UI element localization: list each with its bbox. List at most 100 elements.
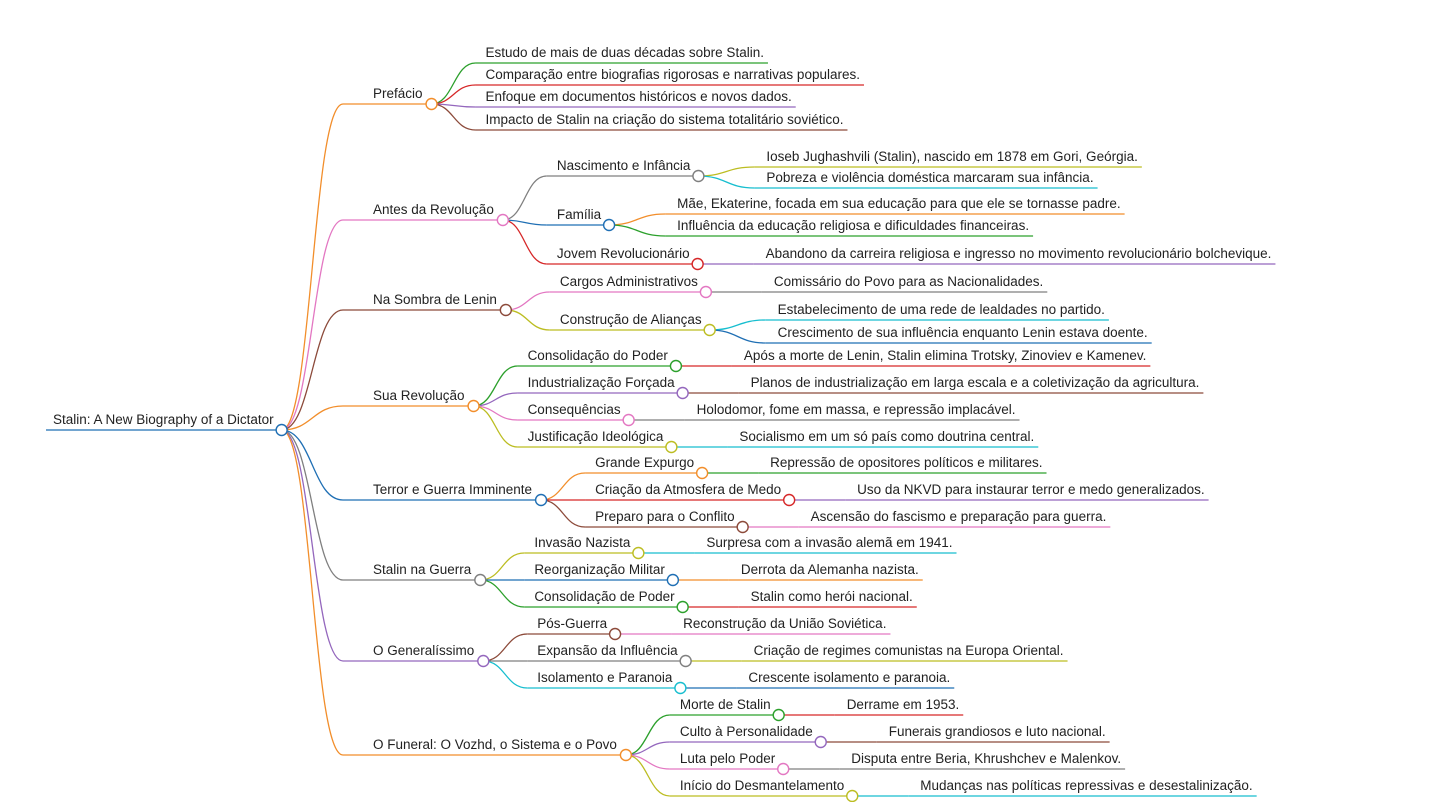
- section-o-generalissimo-branch: [281, 429, 344, 662]
- section-stalin-na-guerra-branch: [281, 429, 344, 581]
- leaf-pobreza-e-violencia-domestica-marcaram-s-branch: [698, 175, 755, 189]
- node-inicio-do-desmantelamento-label: Início do Desmantelamento: [680, 778, 844, 793]
- section-prefacio-label: Prefácio: [373, 86, 423, 101]
- leaf-crescimento-de-sua-influencia-enquanto-l-label: Crescimento de sua influência enquanto L…: [778, 325, 1148, 340]
- node-construcao-de-aliancas-branch: [505, 309, 550, 331]
- node-luta-pelo-poder-label: Luta pelo Poder: [680, 751, 776, 766]
- leaf-repressao-de-opositores-politicos-e-mili-label: Repressão de opositores políticos e mili…: [770, 455, 1042, 470]
- leaf-reconstrucao-da-uniao-sovietica-label: Reconstrução da União Soviética.: [683, 616, 886, 631]
- section-sua-revolucao-label: Sua Revolução: [373, 388, 465, 403]
- node-inicio-do-desmantelamento-dot[interactable]: [846, 789, 859, 802]
- section-stalin-na-guerra-dot[interactable]: [474, 573, 487, 587]
- node-invasao-nazista-label: Invasão Nazista: [534, 535, 631, 550]
- node-pos-guerra-dot[interactable]: [608, 627, 622, 641]
- leaf-apos-a-morte-de-lenin-stalin-elimina-tro-label: Após a morte de Lenin, Stalin elimina Tr…: [744, 348, 1146, 363]
- node-consolidacao-de-poder-label: Consolidação de Poder: [534, 589, 675, 604]
- section-terror-e-guerra-imminente-label: Terror e Guerra Imminente: [373, 482, 532, 497]
- node-nascimento-e-infancia-dot[interactable]: [692, 169, 705, 183]
- leaf-derrame-em-1953-label: Derrame em 1953.: [847, 697, 960, 712]
- section-sua-revolucao-dot[interactable]: [467, 399, 480, 413]
- leaf-pobreza-e-violencia-domestica-marcaram-s-label: Pobreza e violência doméstica marcaram s…: [766, 170, 1093, 185]
- leaf-derrota-da-alemanha-nazista-label: Derrota da Alemanha nazista.: [741, 562, 919, 577]
- root-dot[interactable]: [275, 423, 288, 437]
- node-isolamento-e-paranoia-dot[interactable]: [674, 681, 687, 695]
- node-reorganizacao-militar-dot[interactable]: [666, 573, 680, 587]
- section-na-sombra-de-lenin-label: Na Sombra de Lenin: [373, 292, 497, 307]
- section-na-sombra-de-lenin-branch: [281, 309, 344, 431]
- leaf-mudancas-nas-politicas-repressivas-e-des-label: Mudanças nas políticas repressivas e des…: [920, 778, 1252, 793]
- node-cargos-administrativos-dot[interactable]: [699, 285, 713, 299]
- node-criacao-da-atmosfera-de-medo-dot[interactable]: [782, 493, 796, 507]
- node-justificacao-ideologica-dot[interactable]: [665, 440, 678, 454]
- node-jovem-revolucionario-dot[interactable]: [691, 257, 704, 271]
- leaf-influencia-da-educacao-religiosa-e-dific-label: Influência da educação religiosa e dific…: [677, 218, 1029, 233]
- node-nascimento-e-infancia-branch: [502, 175, 547, 221]
- node-consequencias-dot[interactable]: [622, 413, 635, 427]
- node-expansao-da-influencia-dot[interactable]: [679, 654, 692, 668]
- section-antes-da-revolucao-label: Antes da Revolução: [373, 202, 494, 217]
- section-prefacio-dot[interactable]: [425, 97, 438, 111]
- section-antes-da-revolucao-dot[interactable]: [496, 213, 510, 227]
- leaf-uso-da-nkvd-para-instaurar-terror-e-medo-label: Uso da NKVD para instaurar terror e medo…: [857, 482, 1204, 497]
- leaf-mae-ekaterine-focada-em-sua-educacao-par-branch: [609, 213, 666, 226]
- leaf-comissario-do-povo-para-as-nacionalidade-label: Comissário do Povo para as Nacionalidade…: [774, 274, 1043, 289]
- section-na-sombra-de-lenin-dot[interactable]: [499, 303, 513, 317]
- node-cargos-administrativos-branch: [505, 291, 550, 311]
- leaf-ioseb-jughashvili-stalin-nascido-em-1878-branch: [698, 166, 755, 177]
- leaf-crescimento-de-sua-influencia-enquanto-l-branch: [709, 329, 766, 344]
- node-familia-label: Família: [557, 207, 602, 222]
- node-criacao-da-atmosfera-de-medo-label: Criação da Atmosfera de Medo: [595, 482, 781, 497]
- section-o-funeral-o-vozhd-o-sistema-e-o-povo-label: O Funeral: O Vozhd, o Sistema e o Povo: [373, 737, 617, 752]
- node-nascimento-e-infancia-label: Nascimento e Infância: [557, 158, 691, 173]
- node-preparo-para-o-conflito-label: Preparo para o Conflito: [595, 509, 735, 524]
- section-terror-e-guerra-imminente-dot[interactable]: [534, 493, 548, 507]
- node-grande-expurgo-dot[interactable]: [695, 466, 709, 480]
- node-justificacao-ideologica-branch: [473, 405, 518, 448]
- node-pos-guerra-label: Pós-Guerra: [537, 616, 607, 631]
- leaf-estabelecimento-de-uma-rede-de-lealdades-label: Estabelecimento de uma rede de lealdades…: [778, 302, 1105, 317]
- node-impacto-de-stalin-na-criacao-do-sistema--label: Impacto de Stalin na criação do sistema …: [486, 112, 844, 127]
- section-sua-revolucao-branch: [281, 405, 344, 431]
- node-familia-branch: [502, 219, 547, 226]
- leaf-crescente-isolamento-e-paranoia-label: Crescente isolamento e paranoia.: [748, 670, 950, 685]
- node-grande-expurgo-branch: [541, 472, 586, 501]
- root-label: Stalin: A New Biography of a Dictator: [53, 412, 274, 427]
- node-consolidacao-de-poder-dot[interactable]: [676, 600, 689, 614]
- leaf-funerais-grandiosos-e-luto-nacional-label: Funerais grandiosos e luto nacional.: [889, 724, 1106, 739]
- node-consolidacao-de-poder-branch: [480, 579, 525, 608]
- node-justificacao-ideologica-label: Justificação Ideológica: [528, 429, 664, 444]
- section-o-funeral-o-vozhd-o-sistema-e-o-povo-dot[interactable]: [619, 748, 633, 762]
- node-inicio-do-desmantelamento-branch: [625, 754, 670, 797]
- node-luta-pelo-poder-dot[interactable]: [777, 762, 790, 776]
- section-o-generalissimo-dot[interactable]: [477, 654, 490, 668]
- node-construcao-de-aliancas-dot[interactable]: [703, 323, 716, 337]
- node-isolamento-e-paranoia-branch: [483, 660, 528, 689]
- node-invasao-nazista-dot[interactable]: [632, 546, 645, 560]
- leaf-estabelecimento-de-uma-rede-de-lealdades-branch: [709, 319, 766, 331]
- node-preparo-para-o-conflito-dot[interactable]: [736, 520, 749, 534]
- node-familia-dot[interactable]: [602, 218, 616, 232]
- leaf-holodomor-fome-em-massa-e-repressao-impl-label: Holodomor, fome em massa, e repressão im…: [697, 402, 1016, 417]
- section-o-generalissimo-label: O Generalíssimo: [373, 643, 474, 658]
- section-terror-e-guerra-imminente-branch: [281, 429, 344, 501]
- node-morte-de-stalin-dot[interactable]: [772, 708, 785, 722]
- leaf-disputa-entre-beria-khrushchev-e-malenko-label: Disputa entre Beria, Khrushchev e Malenk…: [851, 751, 1121, 766]
- node-morte-de-stalin-label: Morte de Stalin: [680, 697, 771, 712]
- leaf-stalin-como-heroi-nacional-label: Stalin como herói nacional.: [751, 589, 913, 604]
- node-consolidacao-do-poder-label: Consolidação do Poder: [528, 348, 669, 363]
- node-reorganizacao-militar-label: Reorganização Militar: [534, 562, 665, 577]
- node-jovem-revolucionario-label: Jovem Revolucionário: [557, 246, 690, 261]
- leaf-ioseb-jughashvili-stalin-nascido-em-1878-label: Ioseb Jughashvili (Stalin), nascido em 1…: [766, 149, 1137, 164]
- mindmap-nodes: Stalin: A New Biography of a DictatorPre…: [53, 45, 1271, 802]
- node-enfoque-em-documentos-historicos-e-novos-label: Enfoque em documentos históricos e novos…: [486, 89, 792, 104]
- node-industrializacao-forcada-dot[interactable]: [676, 386, 689, 400]
- node-cargos-administrativos-label: Cargos Administrativos: [560, 274, 698, 289]
- node-culto-a-personalidade-label: Culto à Personalidade: [680, 724, 813, 739]
- node-comparacao-entre-biografias-rigorosas-e--branch: [431, 84, 476, 105]
- section-antes-da-revolucao-branch: [281, 219, 344, 431]
- node-isolamento-e-paranoia-label: Isolamento e Paranoia: [537, 670, 673, 685]
- leaf-criacao-de-regimes-comunistas-na-europa--label: Criação de regimes comunistas na Europa …: [754, 643, 1064, 658]
- node-consolidacao-do-poder-dot[interactable]: [669, 359, 683, 373]
- node-culto-a-personalidade-dot[interactable]: [814, 735, 827, 749]
